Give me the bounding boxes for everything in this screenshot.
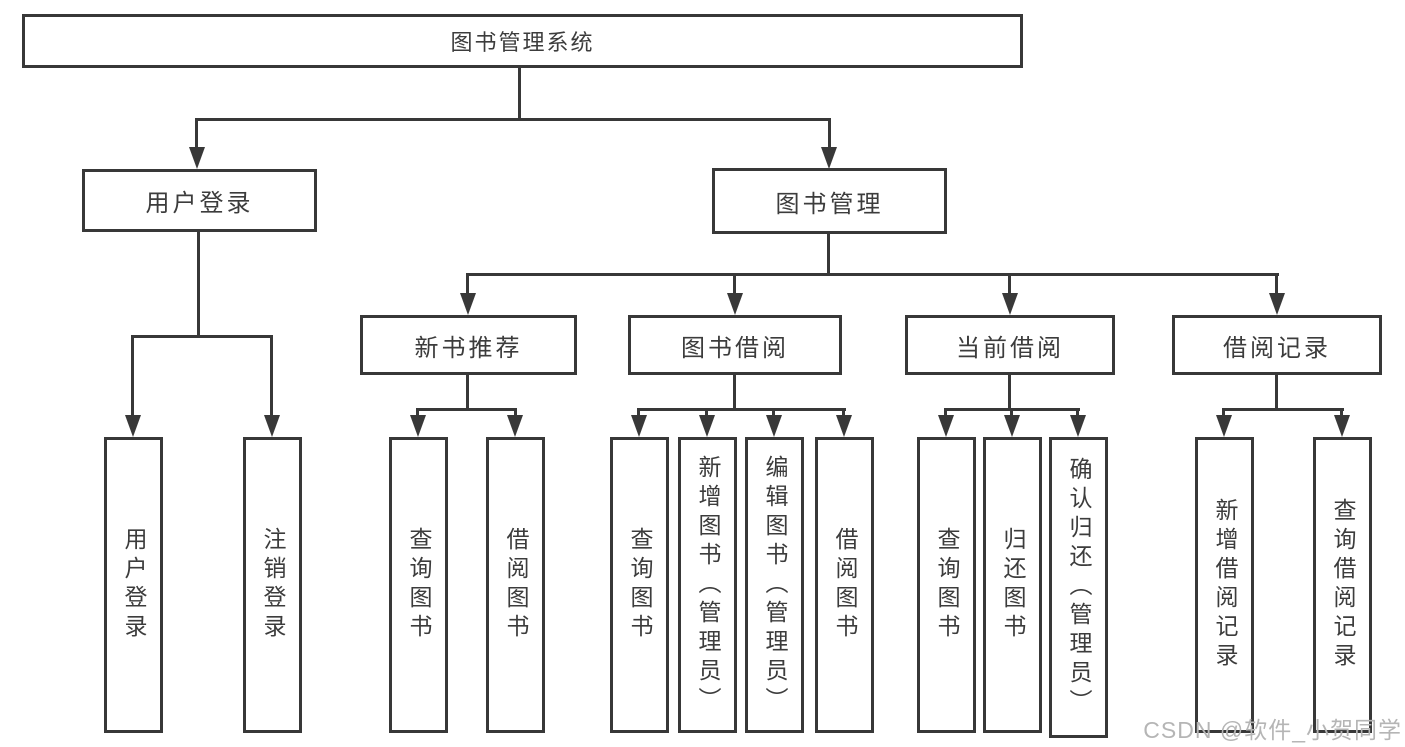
arrow-down-icon: [699, 415, 715, 437]
arrow-down-icon: [1216, 415, 1232, 437]
node-user-login: 用户登录: [82, 169, 317, 232]
connector-drop-module: [1008, 273, 1011, 295]
arrow-down-icon: [189, 147, 205, 169]
node-root-label: 图书管理系统: [450, 30, 595, 55]
leaf-logout: 注销登录: [243, 437, 302, 733]
leaf-query-borrow-record: 查询借阅记录: [1313, 437, 1372, 733]
leaf-label: 查询图书: [627, 527, 653, 643]
connector-drop-module: [733, 273, 736, 295]
leaf-confirm-return-admin: 确认归还（管理员）: [1049, 437, 1108, 738]
leaf-label: 归还图书: [1000, 527, 1026, 643]
arrow-down-icon: [264, 415, 280, 437]
node-root: 图书管理系统: [22, 14, 1023, 68]
arrow-down-icon: [938, 415, 954, 437]
connector-drop-leaf: [1076, 408, 1079, 417]
connector-login-bar: [131, 335, 273, 338]
node-label: 当前借阅: [956, 334, 1064, 362]
connector-root-stem: [518, 68, 521, 121]
leaf-query-books-3: 查询图书: [917, 437, 976, 733]
arrow-down-icon: [631, 415, 647, 437]
arrow-down-icon: [507, 415, 523, 437]
node-new-book-recommend: 新书推荐: [360, 315, 577, 375]
leaf-label: 用户登录: [121, 527, 147, 643]
connector-module-stem: [1275, 375, 1278, 411]
connector-drop-leaf: [842, 408, 845, 417]
connector-drop-module: [1275, 273, 1278, 295]
connector-drop-leaf: [705, 408, 708, 417]
node-borrow-records: 借阅记录: [1172, 315, 1382, 375]
leaf-query-books-2: 查询图书: [610, 437, 669, 733]
csdn-watermark: CSDN @软件_小贺同学: [1143, 717, 1402, 743]
connector-root-bar: [195, 118, 831, 121]
leaf-edit-books-admin: 编辑图书（管理员）: [745, 437, 804, 733]
connector-drop-management: [828, 118, 831, 149]
connector-drop-module: [466, 273, 469, 295]
node-label: 图书借阅: [681, 334, 789, 362]
leaf-label: 确认归还（管理员）: [1066, 457, 1092, 718]
connector-module-bar: [1222, 408, 1344, 411]
arrow-down-icon: [1070, 415, 1086, 437]
node-label: 新书推荐: [414, 334, 523, 362]
arrow-down-icon: [1004, 415, 1020, 437]
node-book-management: 图书管理: [712, 168, 947, 234]
connector-module-stem: [733, 375, 736, 411]
connector-drop-leaf: [637, 408, 640, 417]
leaf-label: 新增借阅记录: [1212, 498, 1238, 672]
leaf-label: 新增图书（管理员）: [695, 454, 721, 716]
connector-drop-leaf: [1222, 408, 1225, 417]
connector-management-bar: [466, 273, 1279, 276]
arrow-down-icon: [1002, 293, 1018, 315]
node-book-management-label: 图书管理: [775, 190, 884, 218]
leaf-label: 查询图书: [934, 527, 960, 643]
connector-management-stem: [827, 234, 830, 276]
connector-module-stem: [466, 375, 469, 411]
node-user-login-label: 用户登录: [145, 190, 254, 217]
leaf-borrow-books-1: 借阅图书: [486, 437, 545, 733]
leaf-label: 借阅图书: [503, 527, 529, 643]
leaf-user-login: 用户登录: [104, 437, 163, 733]
connector-module-bar: [637, 408, 846, 411]
connector-drop-login: [195, 118, 198, 149]
connector-module-bar: [416, 408, 517, 411]
arrow-down-icon: [821, 147, 837, 169]
leaf-label: 编辑图书（管理员）: [762, 454, 788, 716]
leaf-label: 查询借阅记录: [1330, 498, 1356, 672]
arrow-down-icon: [766, 415, 782, 437]
leaf-add-borrow-record: 新增借阅记录: [1195, 437, 1254, 733]
leaf-label: 注销登录: [260, 527, 286, 643]
leaf-borrow-books-2: 借阅图书: [815, 437, 874, 733]
connector-drop-leaf: [270, 335, 273, 417]
leaf-label: 借阅图书: [832, 527, 858, 643]
connector-drop-leaf: [1340, 408, 1343, 417]
arrow-down-icon: [125, 415, 141, 437]
leaf-add-books-admin: 新增图书（管理员）: [678, 437, 737, 733]
node-book-borrow: 图书借阅: [628, 315, 842, 375]
connector-drop-leaf: [1010, 408, 1013, 417]
leaf-query-books-1: 查询图书: [389, 437, 448, 733]
connector-module-stem: [1008, 375, 1011, 411]
arrow-down-icon: [410, 415, 426, 437]
arrow-down-icon: [460, 293, 476, 315]
node-current-borrow: 当前借阅: [905, 315, 1115, 375]
connector-drop-leaf: [944, 408, 947, 417]
leaf-return-books: 归还图书: [983, 437, 1042, 733]
arrow-down-icon: [1334, 415, 1350, 437]
node-label: 借阅记录: [1223, 334, 1331, 362]
arrow-down-icon: [836, 415, 852, 437]
arrow-down-icon: [727, 293, 743, 315]
arrow-down-icon: [1269, 293, 1285, 315]
connector-login-stem: [197, 232, 200, 338]
leaf-label: 查询图书: [406, 527, 432, 643]
connector-drop-leaf: [514, 408, 517, 417]
connector-drop-leaf: [772, 408, 775, 417]
connector-drop-leaf: [416, 408, 419, 417]
connector-drop-leaf: [131, 335, 134, 417]
